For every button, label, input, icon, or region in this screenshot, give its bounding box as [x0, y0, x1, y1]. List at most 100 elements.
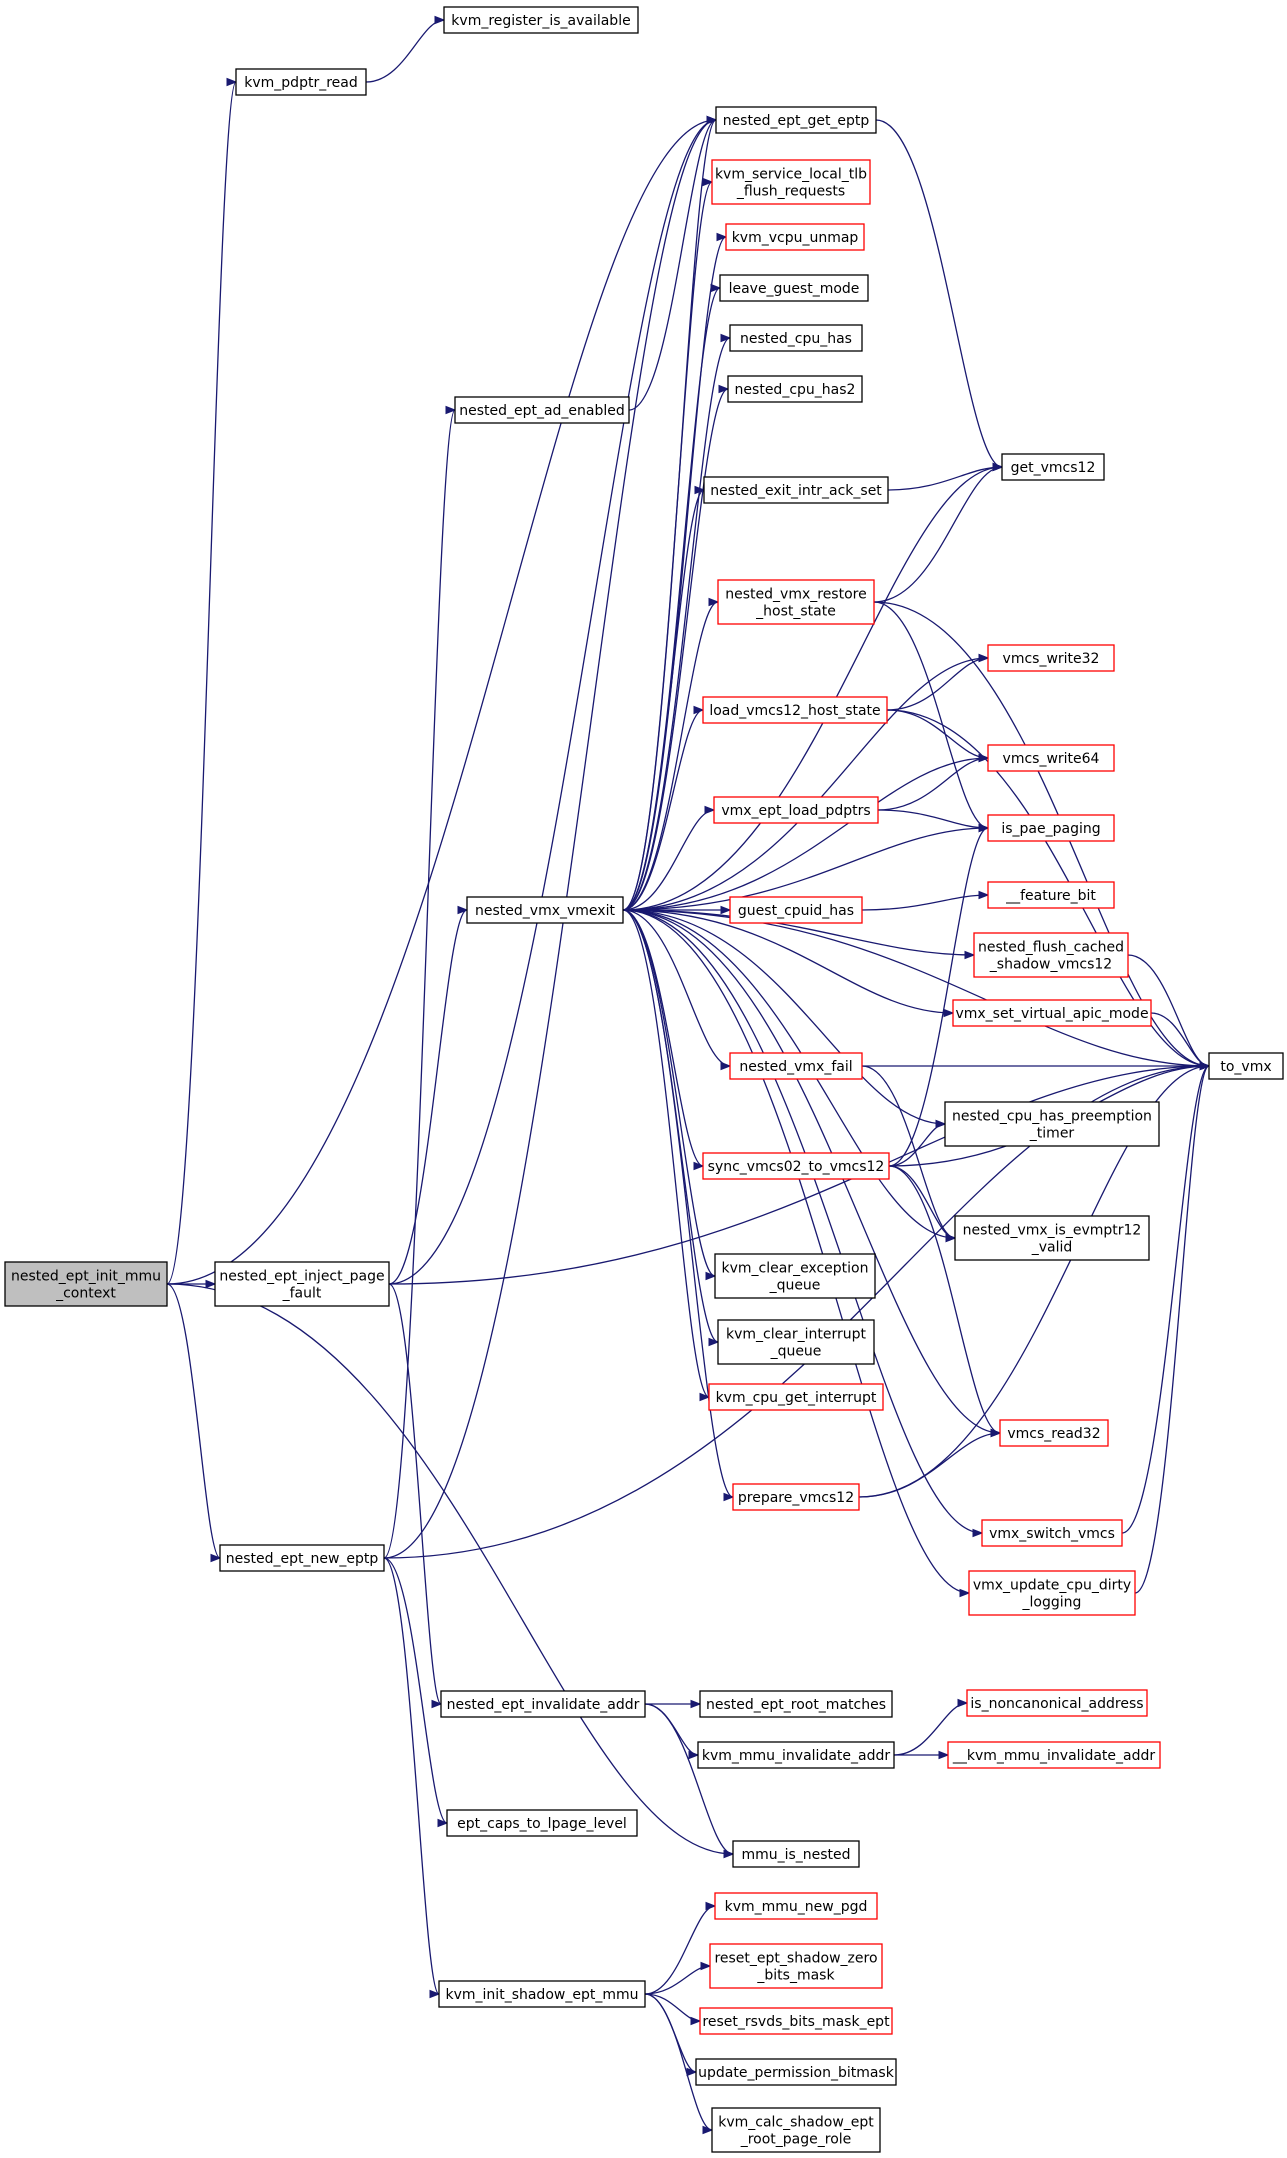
node-nested_ept_ad_enabled[interactable]: nested_ept_ad_enabled	[454, 396, 630, 424]
node-box[interactable]	[732, 1840, 860, 1868]
node-box[interactable]	[954, 1215, 1150, 1261]
node-nested_ept_root_matches[interactable]: nested_ept_root_matches	[699, 1690, 893, 1718]
node-box[interactable]	[729, 324, 863, 352]
node-box[interactable]	[987, 744, 1115, 772]
node-update_permission_bitmask[interactable]: update_permission_bitmask	[695, 2058, 897, 2086]
node-box[interactable]	[714, 1253, 876, 1299]
node-box[interactable]	[702, 1152, 890, 1180]
node-guest_cpuid_has[interactable]: guest_cpuid_has	[729, 896, 863, 924]
node-vmcs_write32[interactable]: vmcs_write32	[987, 644, 1115, 672]
node-box[interactable]	[732, 1483, 860, 1511]
node-nested_exit_intr_ack_set[interactable]: nested_exit_intr_ack_set	[703, 476, 889, 504]
node-box[interactable]	[214, 1261, 390, 1307]
node-kvm_init_shadow_ept_mmu[interactable]: kvm_init_shadow_ept_mmu	[438, 1980, 646, 2008]
node-box[interactable]	[966, 1689, 1148, 1717]
node-kvm_mmu_invalidate_addr[interactable]: kvm_mmu_invalidate_addr	[697, 1741, 895, 1769]
node-nested_vmx_fail[interactable]: nested_vmx_fail	[729, 1052, 863, 1080]
node-box[interactable]	[446, 1809, 638, 1837]
node-box[interactable]	[711, 159, 871, 205]
node-box[interactable]	[713, 796, 879, 824]
node-get_vmcs12[interactable]: get_vmcs12	[1001, 453, 1105, 481]
node-box[interactable]	[947, 1741, 1161, 1769]
node-box[interactable]	[454, 396, 630, 424]
node-to_vmx[interactable]: to_vmx	[1208, 1052, 1284, 1080]
node-nested_vmx_is_evmptr12[interactable]: nested_vmx_is_evmptr12_valid	[954, 1215, 1150, 1261]
node-kvm_calc_shadow_ept[interactable]: kvm_calc_shadow_ept_root_page_role	[711, 2107, 881, 2153]
node-reset_ept_shadow_zero[interactable]: reset_ept_shadow_zero_bits_mask	[709, 1943, 883, 1989]
node-mmu_is_nested[interactable]: mmu_is_nested	[732, 1840, 860, 1868]
node-nested_ept_new_eptp[interactable]: nested_ept_new_eptp	[219, 1544, 385, 1572]
node-box[interactable]	[219, 1544, 385, 1572]
node-kvm_mmu_invalidate_addr2[interactable]: __kvm_mmu_invalidate_addr	[947, 1741, 1161, 1769]
node-vmx_ept_load_pdptrs[interactable]: vmx_ept_load_pdptrs	[713, 796, 879, 824]
node-leave_guest_mode[interactable]: leave_guest_mode	[719, 274, 869, 302]
node-nested_vmx_restore_host_state[interactable]: nested_vmx_restore_host_state	[717, 579, 875, 625]
node-box[interactable]	[987, 644, 1115, 672]
node-root[interactable]: nested_ept_init_mmu_context	[4, 1261, 168, 1307]
node-nested_cpu_has[interactable]: nested_cpu_has	[729, 324, 863, 352]
node-kvm_cpu_get_interrupt[interactable]: kvm_cpu_get_interrupt	[708, 1383, 884, 1411]
node-box[interactable]	[466, 896, 624, 924]
node-box[interactable]	[709, 1943, 883, 1989]
node-nested_ept_get_eptp[interactable]: nested_ept_get_eptp	[715, 106, 877, 134]
node-kvm_pdptr_read[interactable]: kvm_pdptr_read	[235, 68, 367, 96]
node-load_vmcs12_host_state[interactable]: load_vmcs12_host_state	[702, 696, 888, 724]
node-box[interactable]	[440, 1690, 646, 1718]
node-nested_ept_invalidate_addr[interactable]: nested_ept_invalidate_addr	[440, 1690, 646, 1718]
node-box[interactable]	[715, 106, 877, 134]
node-box[interactable]	[987, 881, 1115, 909]
node-box[interactable]	[235, 68, 367, 96]
node-box[interactable]	[952, 999, 1152, 1027]
node-box[interactable]	[729, 896, 863, 924]
node-box[interactable]	[727, 375, 863, 403]
node-box[interactable]	[703, 476, 889, 504]
node-is_pae_paging[interactable]: is_pae_paging	[987, 814, 1115, 842]
node-kvm_vcpu_unmap[interactable]: kvm_vcpu_unmap	[725, 223, 865, 251]
node-box[interactable]	[695, 2058, 897, 2086]
node-vmcs_write64[interactable]: vmcs_write64	[987, 744, 1115, 772]
node-kvm_register_is_available[interactable]: kvm_register_is_available	[443, 6, 639, 34]
node-box[interactable]	[987, 814, 1115, 842]
node-prepare_vmcs12[interactable]: prepare_vmcs12	[732, 1483, 860, 1511]
node-box[interactable]	[443, 6, 639, 34]
node-box[interactable]	[699, 2007, 893, 2035]
node-ept_caps_to_lpage_level[interactable]: ept_caps_to_lpage_level	[446, 1809, 638, 1837]
node-is_noncanonical_address[interactable]: is_noncanonical_address	[966, 1689, 1148, 1717]
node-vmx_set_virtual_apic_mode[interactable]: vmx_set_virtual_apic_mode	[952, 999, 1152, 1027]
node-box[interactable]	[725, 223, 865, 251]
node-box[interactable]	[999, 1419, 1109, 1447]
node-box[interactable]	[699, 1690, 893, 1718]
node-kvm_service_local_tlb[interactable]: kvm_service_local_tlb_flush_requests	[711, 159, 871, 205]
node-sync_vmcs02_to_vmcs12[interactable]: sync_vmcs02_to_vmcs12	[702, 1152, 890, 1180]
node-vmcs_read32[interactable]: vmcs_read32	[999, 1419, 1109, 1447]
node-box[interactable]	[944, 1101, 1160, 1147]
node-box[interactable]	[1001, 453, 1105, 481]
node-box[interactable]	[729, 1052, 863, 1080]
node-box[interactable]	[697, 1741, 895, 1769]
node-feature_bit[interactable]: __feature_bit	[987, 881, 1115, 909]
node-box[interactable]	[1208, 1052, 1284, 1080]
node-box[interactable]	[968, 1570, 1136, 1616]
node-box[interactable]	[714, 1892, 878, 1920]
node-reset_rsvds_bits_mask_ept[interactable]: reset_rsvds_bits_mask_ept	[699, 2007, 893, 2035]
node-nested_cpu_has_preemption[interactable]: nested_cpu_has_preemption_timer	[944, 1101, 1160, 1147]
node-nested_vmx_vmexit[interactable]: nested_vmx_vmexit	[466, 896, 624, 924]
node-box[interactable]	[973, 932, 1129, 978]
node-box[interactable]	[438, 1980, 646, 2008]
node-box[interactable]	[4, 1261, 168, 1307]
node-box[interactable]	[717, 579, 875, 625]
node-nested_flush_cached[interactable]: nested_flush_cached_shadow_vmcs12	[973, 932, 1129, 978]
node-box[interactable]	[717, 1319, 875, 1365]
node-kvm_clear_exception[interactable]: kvm_clear_exception_queue	[714, 1253, 876, 1299]
node-box[interactable]	[981, 1519, 1123, 1547]
node-nested_cpu_has2[interactable]: nested_cpu_has2	[727, 375, 863, 403]
node-kvm_mmu_new_pgd[interactable]: kvm_mmu_new_pgd	[714, 1892, 878, 1920]
node-box[interactable]	[719, 274, 869, 302]
node-kvm_clear_interrupt[interactable]: kvm_clear_interrupt_queue	[717, 1319, 875, 1365]
node-vmx_update_cpu_dirty[interactable]: vmx_update_cpu_dirty_logging	[968, 1570, 1136, 1616]
node-box[interactable]	[711, 2107, 881, 2153]
node-vmx_switch_vmcs[interactable]: vmx_switch_vmcs	[981, 1519, 1123, 1547]
node-box[interactable]	[708, 1383, 884, 1411]
node-box[interactable]	[702, 696, 888, 724]
node-nested_ept_inject_page[interactable]: nested_ept_inject_page_fault	[214, 1261, 390, 1307]
